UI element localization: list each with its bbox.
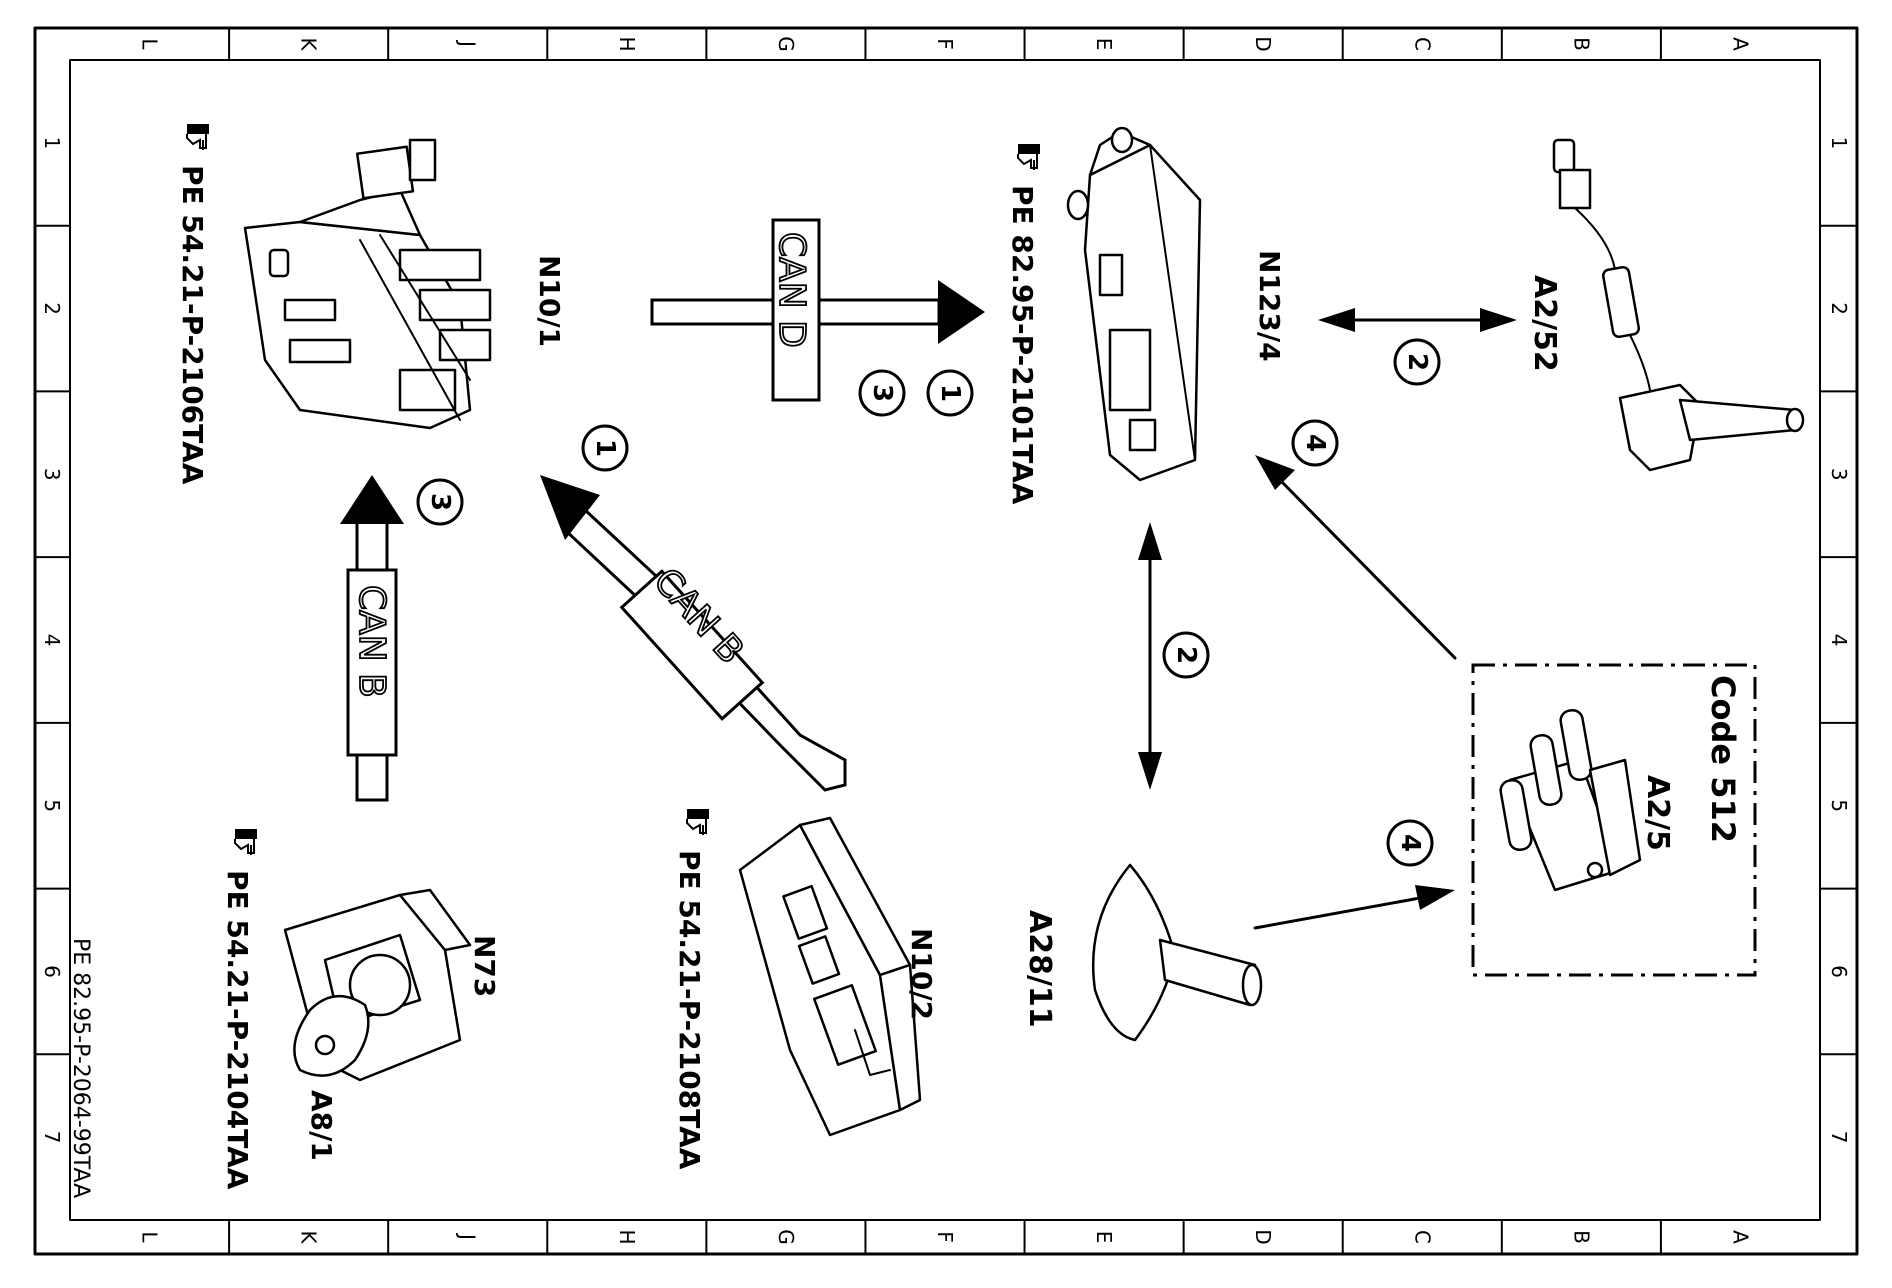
step-circle bbox=[1393, 338, 1441, 386]
grid-letter-top: J bbox=[456, 39, 480, 47]
ref-n73: PE 54.21-P-2104TAA bbox=[221, 870, 254, 1190]
n73-ignition-switch-icon bbox=[283, 888, 472, 1082]
grid-letter-top: H bbox=[615, 36, 639, 51]
step-number: 2 bbox=[1402, 353, 1432, 371]
label-a2-5: A2/5 bbox=[1640, 775, 1675, 851]
grid-letter-bottom: D bbox=[1251, 1229, 1275, 1244]
drawing-frame bbox=[33, 26, 1859, 1256]
ref-n123-4: PE 82.95-P-2101TAA bbox=[1006, 185, 1039, 505]
label-n10-1: N10/1 bbox=[533, 255, 566, 347]
grid-letter-top: G bbox=[774, 36, 798, 52]
grid-letter-bottom: B bbox=[1569, 1230, 1593, 1244]
grid-number-right: 7 bbox=[1827, 1131, 1851, 1144]
grid-letter-bottom: L bbox=[138, 1231, 162, 1243]
grid-number-right: 5 bbox=[1827, 799, 1851, 812]
step-number: 2 bbox=[1171, 646, 1201, 664]
pointer-hand-icon bbox=[186, 123, 210, 151]
link-a28-11-a2-5 bbox=[1253, 885, 1455, 930]
step-number: 3 bbox=[425, 493, 455, 511]
grid-number-left: 6 bbox=[40, 965, 64, 978]
link-n123-a28-11 bbox=[1138, 522, 1162, 790]
grid-letter-bottom: K bbox=[297, 1230, 321, 1244]
bus-can-d-label: CAN D bbox=[771, 232, 812, 348]
grid-number-left: 2 bbox=[40, 302, 64, 315]
ref-n10-2: PE 54.21-P-2108TAA bbox=[673, 850, 706, 1170]
grid-number-right: 6 bbox=[1827, 965, 1851, 978]
can-b-diagonal-link bbox=[540, 475, 847, 792]
can-b-left-link bbox=[340, 475, 404, 802]
grid-number-right: 2 bbox=[1827, 302, 1851, 315]
grid-number-right: 1 bbox=[1827, 136, 1851, 149]
a2-52-antenna-icon bbox=[1552, 138, 1805, 472]
grid-letter-top: C bbox=[1410, 37, 1434, 51]
n10-1-module-icon bbox=[243, 138, 492, 430]
ref-n10-1: PE 54.21-P-2106TAA bbox=[176, 165, 209, 485]
grid-number-right: 4 bbox=[1827, 634, 1851, 647]
step-circle bbox=[858, 369, 906, 417]
step-number: 4 bbox=[1395, 834, 1425, 852]
grid-number-left: 7 bbox=[40, 1131, 64, 1144]
pointer-hand-icon bbox=[1017, 143, 1041, 171]
pointer-hand-icon bbox=[234, 828, 258, 856]
can-d-link bbox=[650, 218, 985, 402]
step-circle bbox=[926, 369, 974, 417]
grid-letter-top: L bbox=[138, 38, 162, 50]
step-circle bbox=[416, 478, 464, 526]
label-a2-52: A2/52 bbox=[1527, 275, 1562, 372]
pointer-hand-icon bbox=[686, 808, 710, 836]
grid-letter-bottom: C bbox=[1410, 1230, 1434, 1244]
grid-number-left: 1 bbox=[40, 136, 64, 149]
grid-number-left: 5 bbox=[40, 799, 64, 812]
grid-letter-bottom: G bbox=[774, 1229, 798, 1245]
grid-letter-bottom: A bbox=[1728, 1230, 1752, 1244]
grid-letter-top: A bbox=[1728, 37, 1752, 51]
step-number: 4 bbox=[1300, 434, 1330, 452]
n123-4-module-icon bbox=[1066, 126, 1202, 482]
grid-letter-bottom: F bbox=[933, 1231, 957, 1243]
link-a2-5-n123 bbox=[1255, 455, 1457, 660]
grid-letter-bottom: J bbox=[456, 1232, 480, 1240]
grid-letter-top: F bbox=[933, 38, 957, 50]
bus-can-b-left-label: CAN B bbox=[351, 585, 392, 698]
step-circle bbox=[581, 424, 629, 472]
a2-5-code-512-box bbox=[1471, 663, 1757, 977]
grid-letter-top: K bbox=[297, 37, 321, 51]
grid-letter-top: B bbox=[1569, 37, 1593, 51]
label-code-512: Code 512 bbox=[1704, 675, 1742, 843]
label-a28-11: A28/11 bbox=[1022, 910, 1057, 1028]
link-n123-a2-52 bbox=[1318, 308, 1517, 332]
step-circle bbox=[1291, 419, 1339, 467]
grid-letter-bottom: E bbox=[1092, 1231, 1116, 1244]
grid-number-right: 3 bbox=[1827, 468, 1851, 481]
step-circle bbox=[1386, 819, 1434, 867]
label-n123-4: N123/4 bbox=[1253, 250, 1286, 362]
label-n10-2: N10/2 bbox=[905, 928, 938, 1020]
step-markers: 1 3 1 3 2 2 4 4 bbox=[416, 338, 1441, 867]
grid-letter-top: D bbox=[1251, 36, 1275, 51]
grid-letter-top: E bbox=[1092, 38, 1116, 51]
a28-11-switch-icon bbox=[1091, 863, 1263, 1042]
document-id: PE 82.95-P-2064-99TAA bbox=[68, 938, 93, 1198]
grid-letter-bottom: H bbox=[615, 1229, 639, 1244]
label-n73: N73 bbox=[468, 935, 501, 997]
step-number: 3 bbox=[867, 384, 897, 402]
grid-number-left: 3 bbox=[40, 468, 64, 481]
grid-number-left: 4 bbox=[40, 634, 64, 647]
step-circle bbox=[1162, 631, 1210, 679]
n10-2-module-icon bbox=[738, 816, 922, 1137]
step-number: 1 bbox=[590, 439, 620, 457]
step-number: 1 bbox=[935, 384, 965, 402]
label-a8-1: A8/1 bbox=[305, 1090, 338, 1161]
grid-numbers-left: 1 2 3 4 5 6 7 bbox=[40, 136, 64, 1143]
grid-numbers-right: 1 2 3 4 5 6 7 bbox=[1827, 136, 1851, 1143]
